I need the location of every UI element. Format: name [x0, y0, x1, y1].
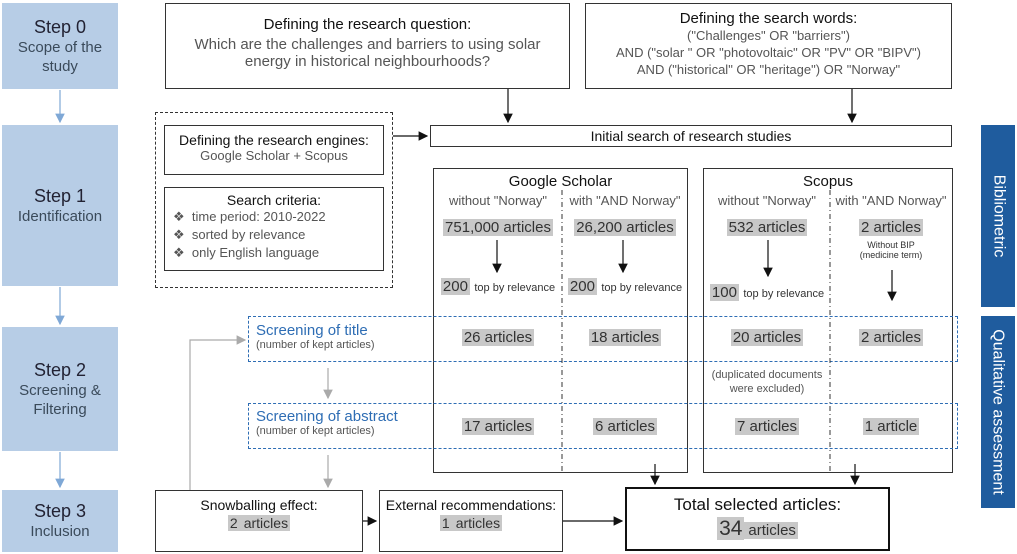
google-col1-total: 751,000 articles: [443, 219, 553, 236]
google-scholar-box: [433, 168, 688, 473]
scopus-col2-abs-count: 1 article: [862, 418, 920, 435]
bullet-icon: ❖: [173, 245, 185, 260]
step-3: Step 3 Inclusion: [2, 490, 118, 552]
scopus-col1-header: without "Norway": [717, 193, 817, 208]
step-title: Step 3: [33, 501, 87, 521]
step-0: Step 0 Scope of the study: [2, 3, 118, 89]
screening-abstract-band: [248, 403, 958, 449]
screening-title-label: Screening of title (number of kept artic…: [256, 322, 375, 351]
search-words-box: Defining the search words: ("Challenges"…: [585, 3, 952, 89]
research-question-box: Defining the research question: Which ar…: [165, 3, 570, 89]
criteria-item: ❖ only English language: [173, 245, 320, 260]
google-col2-total: 26,200 articles: [574, 219, 676, 236]
step-1: Step 1 Identification: [2, 125, 118, 286]
engines-value: Google Scholar + Scopus: [200, 148, 348, 163]
google-scholar-title: Google Scholar: [508, 173, 613, 190]
scopus-col2-total: 2 articles Without BIP (medicine term): [858, 219, 924, 260]
step-title: Step 1: [33, 185, 87, 206]
scopus-col2-header: with "AND Norway": [835, 193, 947, 208]
google-col1-header: without "Norway": [448, 193, 548, 208]
scopus-box: [703, 168, 953, 473]
step-2: Step 2 Screening & Filtering: [2, 327, 118, 451]
screening-abstract-label: Screening of abstract (number of kept ar…: [256, 408, 398, 437]
google-col2-top: 200 top by relevance: [567, 278, 683, 295]
bibliometric-label: Bibliometric: [981, 125, 1015, 307]
criteria-item: ❖ sorted by relevance: [173, 227, 306, 242]
google-col1-top: 200 top by relevance: [440, 278, 556, 295]
criteria-title: Search criteria:: [226, 192, 322, 208]
screening-title-band: [248, 316, 958, 362]
step-title: Step 2: [33, 359, 87, 380]
step-sub: study: [42, 57, 78, 75]
bullet-icon: ❖: [173, 209, 185, 224]
initial-search-box: Initial search of research studies: [430, 125, 952, 147]
step-title: Step 0: [33, 16, 87, 37]
scopus-col1-title-count: 20 articles: [730, 329, 804, 346]
google-col2-header: with "AND Norway": [569, 193, 681, 208]
question-line: Which are the challenges and barriers to…: [194, 36, 541, 53]
step-sub: Filtering: [33, 400, 87, 418]
scopus-title: Scopus: [802, 173, 854, 190]
searchwords-line: AND ("solar " OR "photovoltaic" OR "PV" …: [616, 45, 921, 60]
google-col1-abs-count: 17 articles: [461, 418, 535, 435]
scopus-col1-total: 532 articles: [726, 219, 808, 236]
research-engines-box: Defining the research engines: Google Sc…: [164, 125, 384, 175]
scopus-col1-top: 100 top by relevance: [709, 284, 825, 301]
step-sub: Identification: [17, 207, 103, 225]
searchwords-line: AND ("historical" OR "heritage") OR "Nor…: [636, 62, 901, 77]
bullet-icon: ❖: [173, 227, 185, 242]
searchwords-line: ("Challenges" OR "barriers"): [687, 28, 850, 43]
question-title: Defining the research question:: [263, 16, 472, 33]
criteria-item: ❖ time period: 2010-2022: [173, 209, 326, 224]
google-col2-title-count: 18 articles: [588, 329, 662, 346]
question-line: energy in historical neighbourhoods?: [244, 53, 491, 70]
engines-criteria-group: [155, 112, 393, 288]
engines-title: Defining the research engines:: [179, 132, 369, 148]
scopus-col2-title-count: 2 articles: [858, 329, 924, 346]
google-col1-title-count: 26 articles: [461, 329, 535, 346]
searchwords-title: Defining the search words:: [679, 10, 858, 27]
step-sub: Scope of the: [17, 38, 103, 56]
qualitative-label: Qualitative assessment: [981, 316, 1015, 508]
search-criteria-box: Search criteria: ❖ time period: 2010-202…: [164, 187, 384, 271]
scopus-col1-abs-count: 7 articles: [734, 418, 800, 435]
step-sub: Inclusion: [30, 523, 90, 540]
google-col2-abs-count: 6 articles: [592, 418, 658, 435]
step-sub: Screening &: [19, 381, 101, 399]
